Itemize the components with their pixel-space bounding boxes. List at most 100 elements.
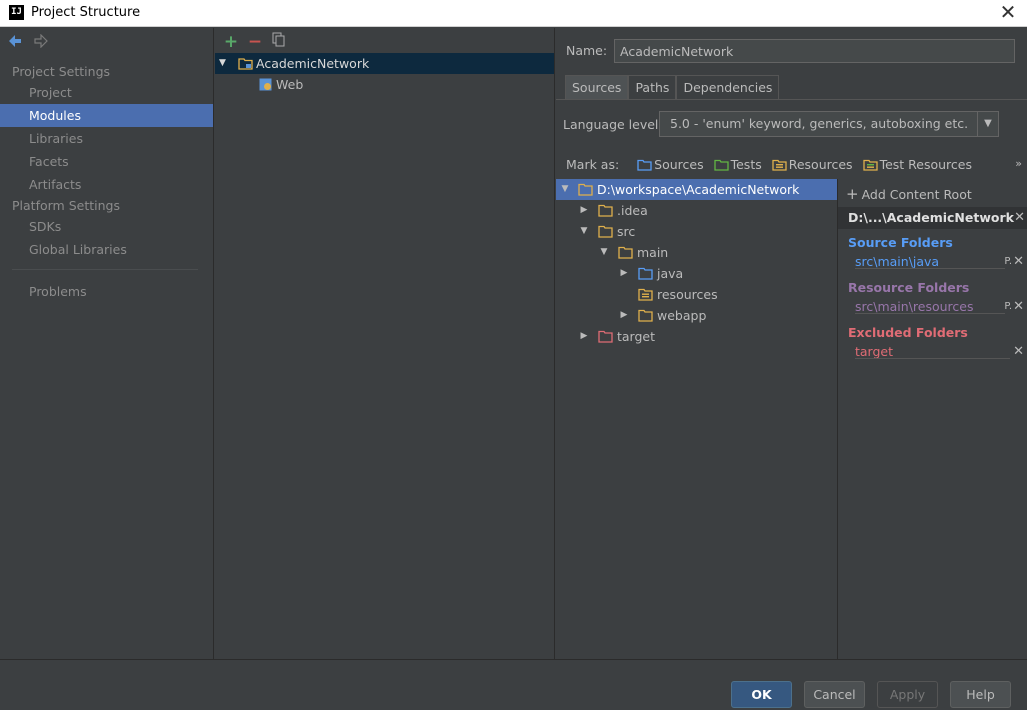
tree-item-label: resources [657,287,718,302]
chevron-down-icon[interactable]: ▼ [977,111,999,137]
mark-test-resources-button[interactable]: Test Resources [862,157,972,172]
platform-settings-heading: Platform Settings [12,198,120,213]
test-folder-icon [713,159,729,171]
remove-excluded-icon[interactable]: ✕ [1013,344,1024,359]
tree-item-java[interactable]: ▶ java [556,263,837,284]
tree-item-src[interactable]: ▼ src [556,221,837,242]
copy-icon[interactable] [269,32,289,50]
mark-tests-button[interactable]: Tests [713,157,762,172]
excluded-folder-path[interactable]: target [855,344,894,359]
project-settings-heading: Project Settings [12,64,111,79]
expand-arrow-icon[interactable]: ▶ [580,331,588,341]
folder-icon [578,183,593,196]
source-folders-title: Source Folders [848,235,953,250]
cancel-button[interactable]: Cancel [804,681,865,708]
tab-sources[interactable]: Sources [565,75,629,99]
module-name-input[interactable] [614,39,1015,63]
tab-dependencies[interactable]: Dependencies [676,75,780,99]
source-folder-icon [638,267,653,280]
divider [855,358,1010,359]
mark-test-resources-label: Test Resources [879,157,972,172]
apply-button[interactable]: Apply [877,681,938,708]
back-arrow-icon[interactable] [8,34,22,48]
source-folder-path[interactable]: src\main\java [855,254,940,269]
forward-arrow-icon[interactable] [34,33,48,49]
module-item-academicnetwork[interactable]: ▼ AcademicNetwork [215,53,554,74]
divider [855,313,1005,314]
module-label: AcademicNetwork [256,56,370,71]
sidebar-item-modules[interactable]: Modules [0,104,213,127]
dialog-button-bar: OK Cancel Apply Help [0,659,1027,710]
content-tree: ▼ D:\workspace\AcademicNetwork ▶ .idea ▼… [556,179,837,659]
expand-arrow-icon[interactable]: ▶ [620,310,628,320]
source-folder-icon [637,159,652,171]
excluded-folder-icon [598,330,613,343]
expand-arrow-icon[interactable]: ▼ [561,184,569,194]
mark-resources-button[interactable]: Resources [772,157,853,172]
expand-arrow-icon[interactable]: ▼ [580,226,588,236]
module-label: Web [276,77,304,92]
tree-item-root[interactable]: ▼ D:\workspace\AcademicNetwork [556,179,837,200]
remove-icon[interactable]: − [247,32,263,52]
remove-source-icon[interactable]: ✕ [1013,254,1024,269]
title-bar: IJ Project Structure ✕ [0,0,1027,27]
resource-folder-path[interactable]: src\main\resources [855,299,974,314]
modules-panel: +− ▼ AcademicNetwork Web [215,28,555,659]
divider [855,268,1005,269]
module-settings-panel: Name: Sources Paths Dependencies Languag… [556,28,1027,659]
help-button[interactable]: Help [950,681,1011,708]
more-icon[interactable]: » [1015,157,1022,170]
tree-item-resources[interactable]: resources [556,284,837,305]
add-content-root-button[interactable]: +Add Content Root [846,185,972,203]
add-icon[interactable]: + [223,32,239,52]
modules-toolbar: +− [221,32,293,52]
language-level-select[interactable]: 5.0 - 'enum' keyword, generics, autoboxi… [659,111,999,137]
tree-item-label: D:\workspace\AcademicNetwork [597,182,800,197]
plus-icon: + [846,185,859,203]
tab-paths[interactable]: Paths [628,75,677,99]
expand-arrow-icon[interactable]: ▼ [219,58,226,68]
tree-item-webapp[interactable]: ▶ webapp [556,305,837,326]
module-item-web[interactable]: Web [215,74,554,95]
content-root-path: D:\...\AcademicNetwork [848,210,1014,225]
sidebar-item-project[interactable]: Project [29,85,72,100]
settings-sidebar: Project Settings Project Modules Librari… [0,28,214,659]
expand-arrow-icon[interactable]: ▼ [600,247,608,257]
package-prefix-icon[interactable]: P. [1004,301,1012,312]
close-window-icon[interactable]: ✕ [999,0,1017,24]
sidebar-item-problems[interactable]: Problems [29,284,87,299]
ok-button[interactable]: OK [731,681,792,708]
tree-item-label: target [617,329,656,344]
window-title: Project Structure [31,5,141,20]
tree-item-label: main [637,245,669,260]
content-root-header: D:\...\AcademicNetwork ✕ [838,207,1027,229]
sidebar-item-artifacts[interactable]: Artifacts [29,177,82,192]
remove-root-icon[interactable]: ✕ [1014,210,1025,225]
expand-arrow-icon[interactable]: ▶ [580,205,588,215]
sidebar-item-libraries[interactable]: Libraries [29,131,83,146]
folder-icon [598,204,613,217]
name-label: Name: [566,43,608,58]
expand-arrow-icon[interactable]: ▶ [620,268,628,278]
mark-as-bar: Mark as: Sources Tests Resources Test Re… [566,157,972,173]
tree-item-main[interactable]: ▼ main [556,242,837,263]
intellij-logo-icon: IJ [9,5,24,20]
folder-icon [638,309,653,322]
tree-item-label: .idea [617,203,648,218]
add-content-root-label: Add Content Root [861,187,972,202]
mark-as-label: Mark as: [566,157,620,172]
folder-icon [618,246,633,259]
package-prefix-icon[interactable]: P. [1004,256,1012,267]
tree-item-target[interactable]: ▶ target [556,326,837,347]
tree-item-idea[interactable]: ▶ .idea [556,200,837,221]
language-level-label: Language level: [563,117,663,132]
tree-item-label: webapp [657,308,707,323]
mark-sources-button[interactable]: Sources [637,157,704,172]
web-facet-icon [259,78,272,91]
sidebar-item-sdks[interactable]: SDKs [29,219,62,234]
remove-resource-icon[interactable]: ✕ [1013,299,1024,314]
resource-folders-title: Resource Folders [848,280,970,295]
sidebar-item-global-libraries[interactable]: Global Libraries [29,242,127,257]
sidebar-item-facets[interactable]: Facets [29,154,69,169]
mark-tests-label: Tests [730,157,762,172]
